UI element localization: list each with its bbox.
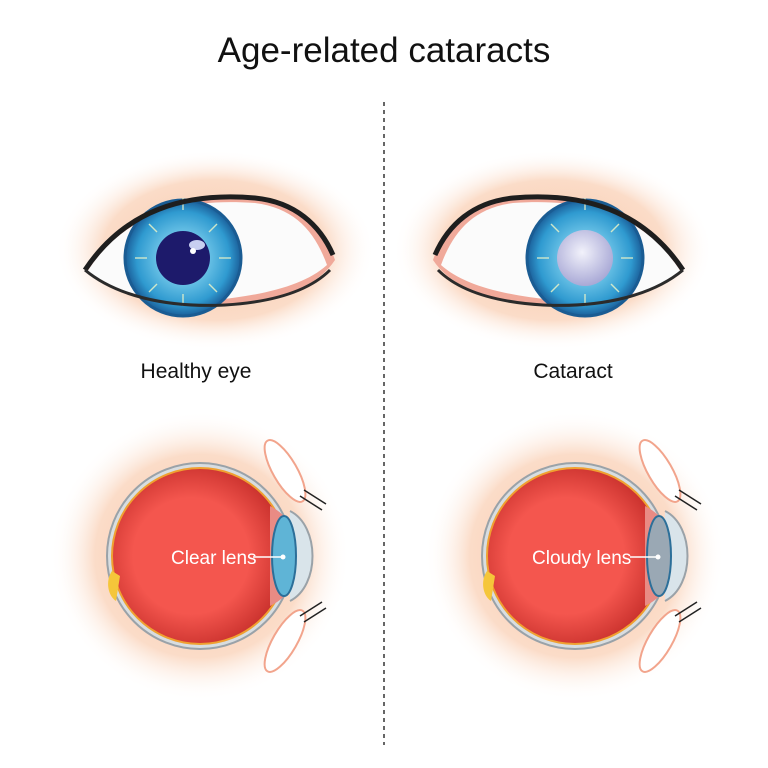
- healthy-eye-illustration: [55, 150, 375, 350]
- page-title: Age-related cataracts: [218, 31, 551, 70]
- cataract-cross-section: [424, 410, 726, 702]
- clear-lens-label: Clear lens: [171, 548, 257, 569]
- healthy-eye-cross-section: [49, 410, 351, 702]
- cloudy-pupil: [557, 230, 613, 286]
- cloudy-lens-label: Cloudy lens: [532, 548, 631, 569]
- healthy-eye-label: Healthy eye: [141, 360, 252, 383]
- cataract-eye-illustration: [393, 150, 713, 350]
- cataract-label: Cataract: [533, 360, 613, 383]
- pupil: [156, 231, 210, 285]
